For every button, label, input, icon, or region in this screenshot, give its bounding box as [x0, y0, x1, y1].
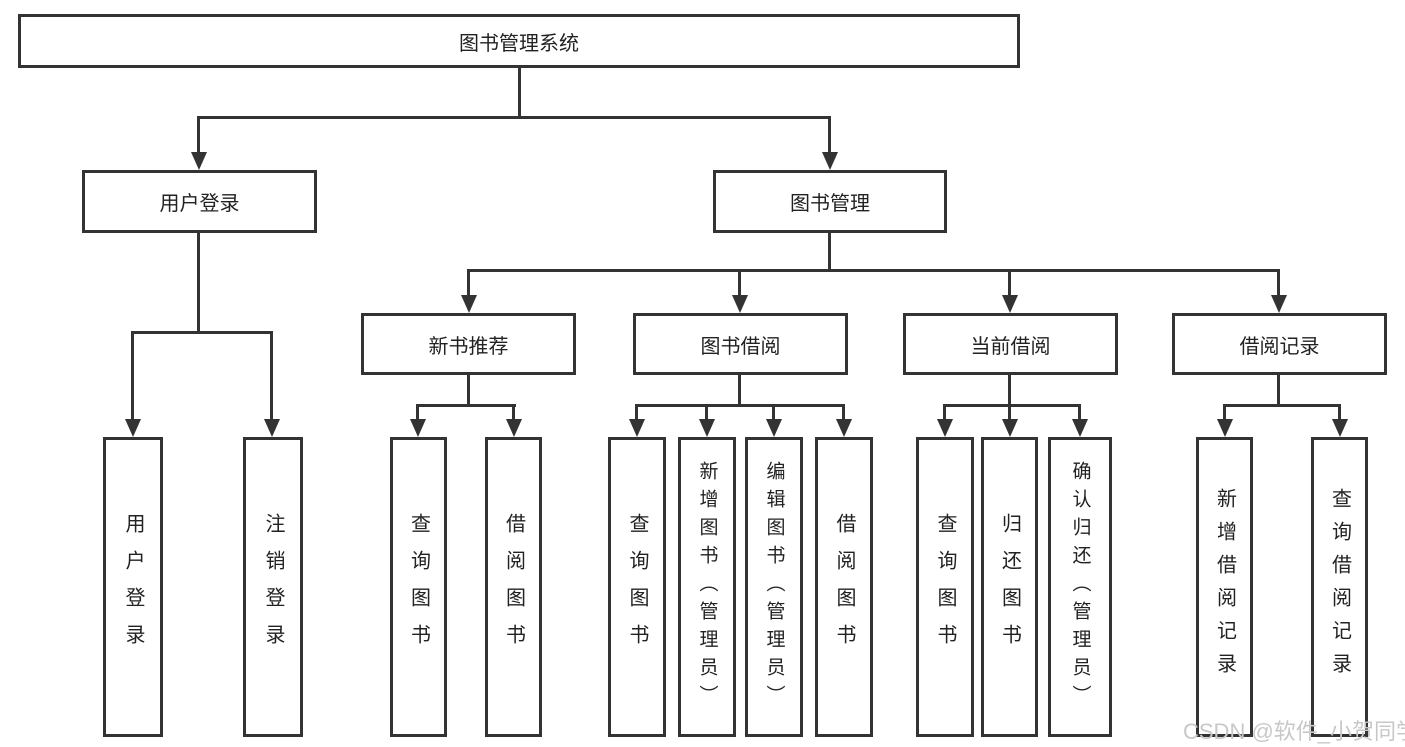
leaf-return-books-label: 归还图书	[998, 513, 1021, 661]
node-borrow-records: 借阅记录	[1172, 313, 1387, 375]
leaf-edit-books-admin-label: 编辑图书（管理员）	[763, 461, 785, 713]
connector-line	[1078, 404, 1081, 421]
arrowhead-down-icon	[1002, 295, 1018, 313]
node-root-label: 图书管理系统	[459, 32, 579, 55]
arrowhead-down-icon	[506, 419, 522, 437]
connector-line	[635, 404, 845, 407]
arrowhead-down-icon	[1217, 419, 1233, 437]
leaf-return-books: 归还图书	[981, 437, 1038, 737]
node-borrow-records-label: 借阅记录	[1239, 335, 1320, 358]
arrowhead-down-icon	[1271, 295, 1287, 313]
connector-line	[131, 331, 273, 334]
connector-line	[1223, 404, 1341, 407]
watermark: CSDN @软件_小贺同学	[1183, 719, 1405, 744]
connector-line	[131, 331, 134, 421]
node-book-borrow-label: 图书借阅	[700, 335, 781, 358]
connector-line	[512, 404, 515, 421]
connector-line	[705, 404, 708, 421]
arrowhead-down-icon	[1332, 419, 1348, 437]
leaf-confirm-return-admin-label: 确认归还（管理员）	[1069, 461, 1091, 713]
leaf-query-borrow-record: 查询借阅记录	[1311, 437, 1368, 737]
node-current-borrow-label: 当前借阅	[970, 335, 1051, 358]
connector-line	[518, 68, 521, 118]
arrowhead-down-icon	[732, 295, 748, 313]
arrowhead-down-icon	[937, 419, 953, 437]
node-book-borrow: 图书借阅	[633, 313, 848, 375]
leaf-edit-books-admin: 编辑图书（管理员）	[745, 437, 803, 737]
connector-line	[467, 375, 470, 407]
connector-line	[738, 375, 741, 407]
leaf-query-books-current-label: 查询图书	[934, 513, 956, 661]
leaf-query-books-recommend-label: 查询图书	[407, 513, 430, 661]
connector-line	[197, 116, 200, 154]
arrowhead-down-icon	[191, 152, 207, 170]
node-book-management-label: 图书管理	[790, 193, 870, 215]
connector-line	[416, 404, 516, 407]
leaf-borrow-books-recommend: 借阅图书	[485, 437, 542, 737]
arrowhead-down-icon	[125, 419, 141, 437]
connector-line	[467, 269, 470, 297]
connector-line	[416, 404, 419, 421]
connector-line	[772, 404, 775, 421]
leaf-borrow-books: 借阅图书	[815, 437, 873, 737]
connector-line	[943, 404, 946, 421]
leaf-add-books-admin: 新增图书（管理员）	[678, 437, 736, 737]
connector-line	[1277, 269, 1280, 297]
leaf-query-books-borrow: 查询图书	[608, 437, 666, 737]
leaf-borrow-books-recommend-label: 借阅图书	[502, 513, 525, 661]
arrowhead-down-icon	[264, 419, 280, 437]
arrowhead-down-icon	[699, 419, 715, 437]
leaf-query-books-borrow-label: 查询图书	[626, 513, 648, 661]
leaf-add-books-admin-label: 新增图书（管理员）	[696, 461, 718, 713]
connector-line	[1008, 404, 1011, 421]
connector-line	[1338, 404, 1341, 421]
leaf-query-borrow-record-label: 查询借阅记录	[1328, 488, 1351, 686]
connector-line	[635, 404, 638, 421]
arrowhead-down-icon	[1002, 419, 1018, 437]
node-new-book-recommend-label: 新书推荐	[428, 335, 509, 358]
leaf-add-borrow-record-label: 新增借阅记录	[1213, 488, 1236, 686]
leaf-add-borrow-record: 新增借阅记录	[1196, 437, 1253, 737]
arrowhead-down-icon	[836, 419, 852, 437]
connector-line	[828, 116, 831, 154]
connector-line	[1008, 375, 1011, 407]
node-user-login-label: 用户登录	[159, 193, 240, 215]
arrowhead-down-icon	[410, 419, 426, 437]
arrowhead-down-icon	[629, 419, 645, 437]
leaf-confirm-return-admin: 确认归还（管理员）	[1048, 437, 1112, 737]
leaf-logout-label: 注销登录	[262, 513, 284, 661]
leaf-query-books-current: 查询图书	[916, 437, 974, 737]
arrowhead-down-icon	[766, 419, 782, 437]
node-user-login: 用户登录	[82, 170, 317, 233]
arrowhead-down-icon	[822, 152, 838, 170]
node-root: 图书管理系统	[18, 14, 1020, 68]
leaf-borrow-books-label: 借阅图书	[833, 513, 855, 661]
arrowhead-down-icon	[1072, 419, 1088, 437]
connector-line	[270, 331, 273, 421]
leaf-user-login-label: 用户登录	[122, 513, 144, 661]
connector-line	[828, 233, 831, 272]
leaf-user-login: 用户登录	[103, 437, 163, 737]
connector-line	[197, 233, 200, 333]
connector-line	[467, 269, 1280, 272]
node-current-borrow: 当前借阅	[903, 313, 1118, 375]
leaf-query-books-recommend: 查询图书	[390, 437, 447, 737]
arrowhead-down-icon	[461, 295, 477, 313]
connector-line	[1223, 404, 1226, 421]
connector-line	[943, 404, 1081, 407]
leaf-logout: 注销登录	[243, 437, 303, 737]
node-book-management: 图书管理	[713, 170, 947, 233]
connector-line	[1277, 375, 1280, 407]
connector-line	[842, 404, 845, 421]
connector-line	[738, 269, 741, 297]
connector-line	[197, 116, 831, 119]
node-new-book-recommend: 新书推荐	[361, 313, 576, 375]
connector-line	[1008, 269, 1011, 297]
